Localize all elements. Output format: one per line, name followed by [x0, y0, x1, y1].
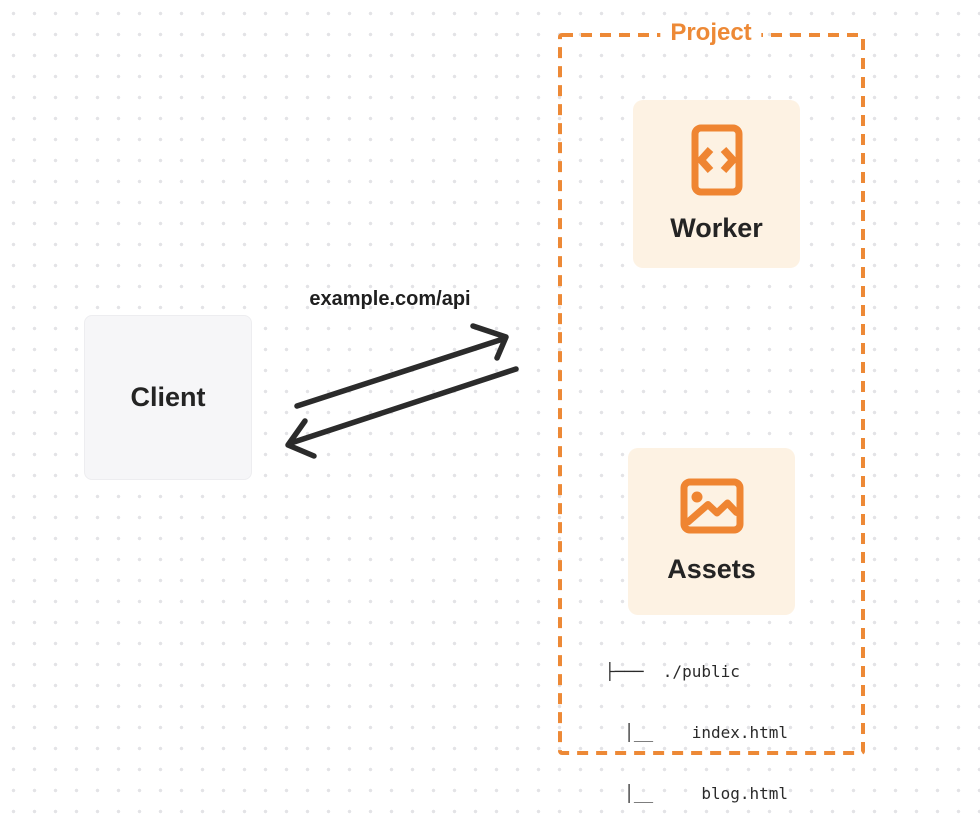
file-tree-item-index: │__ index.html: [605, 723, 789, 743]
request-url-label: example.com/api: [309, 288, 471, 310]
worker-node: Worker: [633, 100, 800, 268]
request-arrow-head: [470, 323, 509, 361]
file-tree: ├─── ./public │__ index.html │__ blog.ht…: [605, 621, 788, 818]
project-label: Project: [660, 17, 762, 49]
response-arrow-shaft: [288, 366, 519, 446]
code-file-icon: [691, 124, 742, 196]
client-label: Client: [130, 382, 206, 412]
file-tree-root: ├─── ./public: [605, 661, 740, 681]
request-arrow-shaft: [294, 336, 506, 409]
assets-label: Assets: [667, 554, 756, 584]
client-node: Client: [84, 315, 252, 480]
file-tree-item-blog: │__ blog.html: [605, 784, 789, 804]
response-arrow-head: [285, 418, 317, 459]
worker-label: Worker: [670, 213, 763, 243]
project-boundary: [558, 33, 865, 755]
image-icon: [680, 478, 743, 534]
assets-node: Assets: [628, 448, 795, 615]
